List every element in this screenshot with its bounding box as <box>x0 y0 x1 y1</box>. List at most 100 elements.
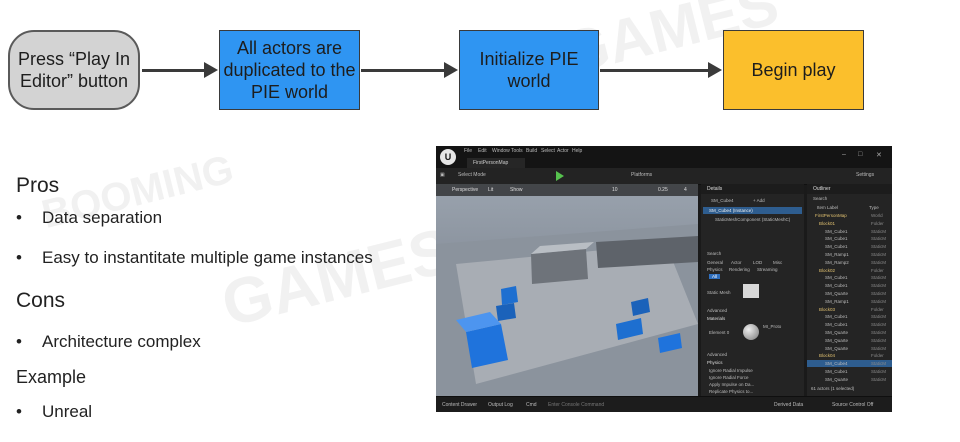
output-log-button[interactable]: Output Log <box>488 402 513 408</box>
settings-button[interactable]: Settings <box>856 172 875 178</box>
bullet: • <box>16 332 22 351</box>
menu-edit[interactable]: Edit <box>478 148 487 154</box>
pros-item-text: Easy to instantitate multiple game insta… <box>42 248 373 267</box>
filter-all[interactable]: All <box>709 274 721 279</box>
filter-streaming[interactable]: Streaming <box>757 267 778 272</box>
details-instance-row[interactable]: SM_Cube4 (Instance) <box>709 208 753 213</box>
details-title: Details <box>701 184 804 194</box>
filter-lod[interactable]: LOD <box>753 260 763 265</box>
outliner-row-type: World <box>871 213 883 218</box>
perspective-button[interactable]: Perspective <box>452 187 479 193</box>
flow-step-initialize-pie: Initialize PIE world <box>459 30 599 110</box>
cons-item: •Architecture complex <box>16 332 201 352</box>
show-button[interactable]: Show <box>510 187 523 193</box>
save-icon[interactable]: ▣ <box>440 172 445 178</box>
fov-value[interactable]: 10 <box>612 187 618 193</box>
cmd-button[interactable]: Cmd <box>526 402 537 408</box>
col-type: Type <box>869 205 879 210</box>
details-component-row[interactable]: StaticMeshComponent (StaticMeshC) <box>715 217 791 222</box>
cons-title: Cons <box>16 289 66 312</box>
outliner-search-input[interactable]: Search <box>813 196 828 201</box>
details-actor-name: SM_Cube4 <box>711 198 734 203</box>
outliner-row-label: Block04 <box>819 353 836 359</box>
filter-actor[interactable]: Actor <box>731 260 742 265</box>
section-advanced-2[interactable]: Advanced <box>707 352 728 357</box>
console-input[interactable]: Enter Console Command <box>548 402 605 408</box>
outliner-row-label: SM_Ramp1 <box>825 298 849 304</box>
outliner-title: Outliner <box>807 184 892 194</box>
outliner-row-type: StaticM <box>871 376 887 382</box>
outliner-row-label: SM_Cube1 <box>825 275 848 281</box>
outliner-footer: 61 actors (1 selected) <box>811 386 855 391</box>
section-advanced[interactable]: Advanced <box>707 308 728 313</box>
outliner-row-type: Folder <box>871 267 884 273</box>
speed-value[interactable]: 4 <box>684 187 687 193</box>
filter-misc[interactable]: Misc <box>773 260 783 265</box>
unreal-logo-icon: U <box>440 149 456 165</box>
platforms-button[interactable]: Platforms <box>631 172 653 178</box>
menu-actor[interactable]: Actor <box>557 148 569 154</box>
play-icon[interactable] <box>556 171 564 181</box>
close-icon[interactable]: ✕ <box>876 152 882 159</box>
source-control-button[interactable]: Source Control Off <box>832 402 874 408</box>
pros-title: Pros <box>16 174 60 197</box>
select-mode-button[interactable]: Select Mode <box>458 172 486 178</box>
add-component-button[interactable]: + Add <box>753 198 765 203</box>
outliner-row-label: Block02 <box>819 267 836 273</box>
static-mesh-thumbnail[interactable] <box>743 284 759 298</box>
pros-item: • Data separation <box>16 208 162 228</box>
outliner-row-label: SM_Quarte <box>825 330 849 335</box>
outliner-row-type: StaticM <box>871 244 887 250</box>
example-item: •Unreal <box>16 402 92 422</box>
editor-toolbar: ▣ Select Mode Platforms Settings <box>436 168 892 185</box>
section-physics[interactable]: Physics <box>707 360 723 365</box>
static-mesh-label: Static Mesh <box>707 290 731 295</box>
material-thumbnail[interactable] <box>743 324 759 340</box>
filter-rendering[interactable]: Rendering <box>729 267 750 272</box>
map-tab[interactable]: FirstPersonMap <box>467 158 525 168</box>
menu-build[interactable]: Build <box>526 148 538 154</box>
outliner-row-label: SM_Cube1 <box>825 236 848 242</box>
outliner-row-label: SM_Cube1 <box>825 314 848 320</box>
outliner-row-label: SM_Quarte <box>825 376 849 382</box>
content-drawer-button[interactable]: Content Drawer <box>442 402 478 408</box>
lit-button[interactable]: Lit <box>488 187 494 193</box>
pros-item-text: Data separation <box>42 208 163 227</box>
menu-tools[interactable]: Tools <box>511 148 523 154</box>
outliner-row-type: StaticM <box>871 291 887 296</box>
outliner-row-type: StaticM <box>871 330 887 335</box>
outliner-row-label: SM_Quarte <box>825 337 849 343</box>
pros-item: •Easy to instantitate multiple game inst… <box>16 248 373 268</box>
maximize-icon[interactable]: □ <box>858 151 863 158</box>
level-viewport[interactable]: Perspective Lit Show 10 0.25 4 <box>436 184 698 396</box>
outliner-row-type: StaticM <box>871 275 887 281</box>
section-materials[interactable]: Materials <box>707 316 726 321</box>
outliner-row-label: SM_Cube1 <box>825 322 848 328</box>
menu-file[interactable]: File <box>464 148 473 154</box>
menu-window[interactable]: Window <box>492 148 510 154</box>
outliner-row-label: SM_Ramp1 <box>825 252 849 257</box>
outliner-row-label: SM_Cube1 <box>825 228 848 234</box>
flow-step-label: All actors are duplicated to the PIE wor… <box>223 38 356 102</box>
bullet: • <box>16 208 22 227</box>
outliner-row-type: StaticM <box>871 314 887 320</box>
filter-general[interactable]: General <box>707 260 724 265</box>
menu-help[interactable]: Help <box>572 148 583 154</box>
physics-prop: Replicate Physics to... <box>709 389 754 394</box>
viewport-toolbar: Perspective Lit Show 10 0.25 4 <box>436 184 698 196</box>
col-item-label: Item Label <box>817 205 839 210</box>
minimize-icon[interactable]: – <box>842 151 846 158</box>
flow-step-press-play: Press “Play In Editor” button <box>8 30 140 110</box>
outliner-row-label: SM_Quarte <box>825 291 849 296</box>
outliner-row-label: Block01 <box>819 220 836 226</box>
derived-data-button[interactable]: Derived Data <box>774 402 804 408</box>
outliner-row-type: StaticM <box>871 283 887 289</box>
outliner-row-type: Folder <box>871 353 884 359</box>
scale-value[interactable]: 0.25 <box>658 187 668 193</box>
filter-physics[interactable]: Physics <box>707 267 723 272</box>
menu-select[interactable]: Select <box>541 148 555 154</box>
flow-step-label: Begin play <box>751 60 836 80</box>
flow-step-label: Initialize PIE world <box>479 49 579 91</box>
details-search-input[interactable]: Search <box>707 251 722 256</box>
viewport-scene <box>436 224 698 396</box>
